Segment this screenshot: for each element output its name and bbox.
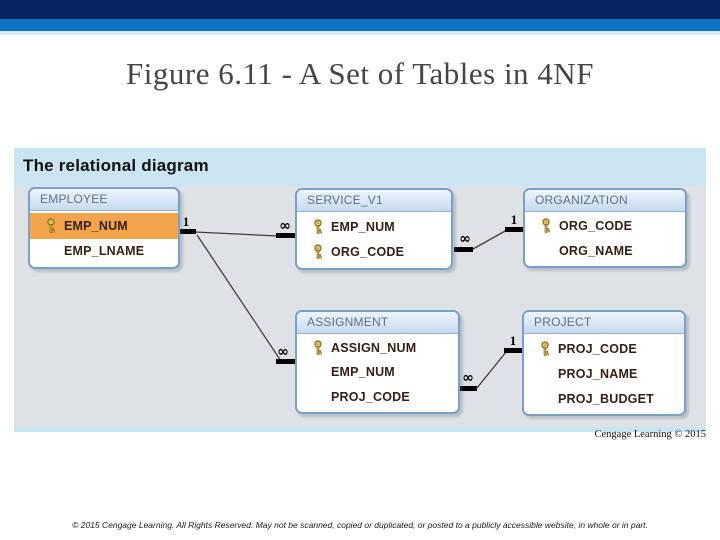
field-name: EMP_NUM bbox=[64, 218, 128, 233]
primary-key-icon-cell bbox=[310, 244, 325, 260]
field-name: EMP_NUM bbox=[331, 365, 395, 380]
primary-key-icon bbox=[540, 340, 549, 356]
field-row[interactable]: PROJ_BUDGET bbox=[524, 386, 684, 411]
primary-key-icon-cell bbox=[43, 218, 58, 234]
table-header[interactable]: EMPLOYEE bbox=[30, 189, 178, 211]
key-icon-spacer bbox=[310, 364, 325, 380]
key-icon-spacer bbox=[538, 243, 553, 259]
field-name: PROJ_BUDGET bbox=[558, 391, 654, 406]
field-row[interactable]: ASSIGN_NUM bbox=[297, 336, 458, 360]
table-field-list: EMP_NUM ORG_CODE bbox=[297, 212, 451, 268]
primary-key-icon-cell bbox=[310, 219, 325, 235]
field-name: PROJ_NAME bbox=[558, 366, 638, 381]
table-header[interactable]: ORGANIZATION bbox=[525, 190, 685, 212]
field-name: PROJ_CODE bbox=[331, 389, 410, 404]
field-name: EMP_NUM bbox=[331, 219, 395, 234]
primary-key-icon bbox=[313, 219, 322, 234]
field-row[interactable]: PROJ_CODE bbox=[297, 385, 458, 409]
field-row[interactable]: PROJ_NAME bbox=[524, 361, 684, 386]
table-header[interactable]: ASSIGNMENT bbox=[297, 312, 458, 334]
primary-key-icon bbox=[541, 218, 550, 234]
primary-key-icon-cell bbox=[538, 218, 553, 234]
field-row[interactable]: EMP_LNAME bbox=[30, 239, 178, 265]
field-row[interactable]: EMP_NUM bbox=[297, 360, 458, 384]
table-employee[interactable]: EMPLOYEE EMP_NUM EMP_LNAME bbox=[28, 187, 180, 269]
field-name: EMP_LNAME bbox=[64, 244, 145, 259]
table-field-list: ASSIGN_NUM EMP_NUM PROJ_CODE bbox=[297, 334, 458, 412]
field-row[interactable]: EMP_NUM bbox=[297, 214, 451, 240]
field-name: ASSIGN_NUM bbox=[331, 341, 417, 356]
key-icon-spacer bbox=[537, 366, 552, 382]
table-header[interactable]: PROJECT bbox=[524, 312, 684, 334]
table-assignment[interactable]: ASSIGNMENT ASSIGN_NUM EMP_NUM PROJ_CODE bbox=[295, 310, 460, 414]
field-name: ORG_CODE bbox=[559, 219, 633, 234]
figure-credit: Cengage Learning © 2015 bbox=[594, 429, 707, 440]
table-field-list: EMP_NUM EMP_LNAME bbox=[30, 211, 178, 267]
table-project[interactable]: PROJECT PROJ_CODE PROJ_NAME PROJ_BUDGET bbox=[522, 310, 686, 416]
table-field-list: ORG_CODE ORG_NAME bbox=[525, 212, 685, 266]
field-row[interactable]: PROJ_CODE bbox=[524, 336, 684, 361]
figure-heading: The relational diagram bbox=[23, 156, 209, 175]
primary-key-icon-cell bbox=[310, 340, 325, 356]
figure-panel: The relational diagram 1 ∞ ∞ ∞ 1 bbox=[14, 148, 706, 432]
key-icon-spacer bbox=[537, 391, 552, 407]
top-bar-blue bbox=[0, 19, 720, 31]
table-field-list: PROJ_CODE PROJ_NAME PROJ_BUDGET bbox=[524, 334, 684, 414]
field-row[interactable]: EMP_NUM bbox=[30, 213, 178, 239]
field-row[interactable]: ORG_NAME bbox=[525, 239, 685, 264]
key-icon-spacer bbox=[310, 389, 325, 405]
primary-key-icon bbox=[46, 218, 55, 233]
table-header[interactable]: SERVICE_V1 bbox=[297, 190, 451, 212]
primary-key-icon-cell bbox=[537, 340, 552, 357]
primary-key-icon bbox=[313, 244, 322, 260]
field-row[interactable]: ORG_CODE bbox=[297, 240, 451, 266]
top-bar-strip bbox=[0, 31, 720, 35]
top-bar-navy bbox=[0, 0, 720, 19]
copyright-footer: © 2015 Cengage Learning. All Rights Rese… bbox=[72, 520, 648, 530]
field-name: PROJ_CODE bbox=[558, 341, 637, 356]
field-row[interactable]: ORG_CODE bbox=[525, 214, 685, 239]
primary-key-icon bbox=[313, 340, 322, 355]
slide-title: Figure 6.11 - A Set of Tables in 4NF bbox=[126, 56, 594, 91]
key-icon-spacer bbox=[43, 243, 58, 259]
table-organization[interactable]: ORGANIZATION ORG_CODE ORG_NAME bbox=[523, 188, 687, 268]
field-name: ORG_CODE bbox=[331, 245, 405, 260]
field-name: ORG_NAME bbox=[559, 243, 633, 258]
